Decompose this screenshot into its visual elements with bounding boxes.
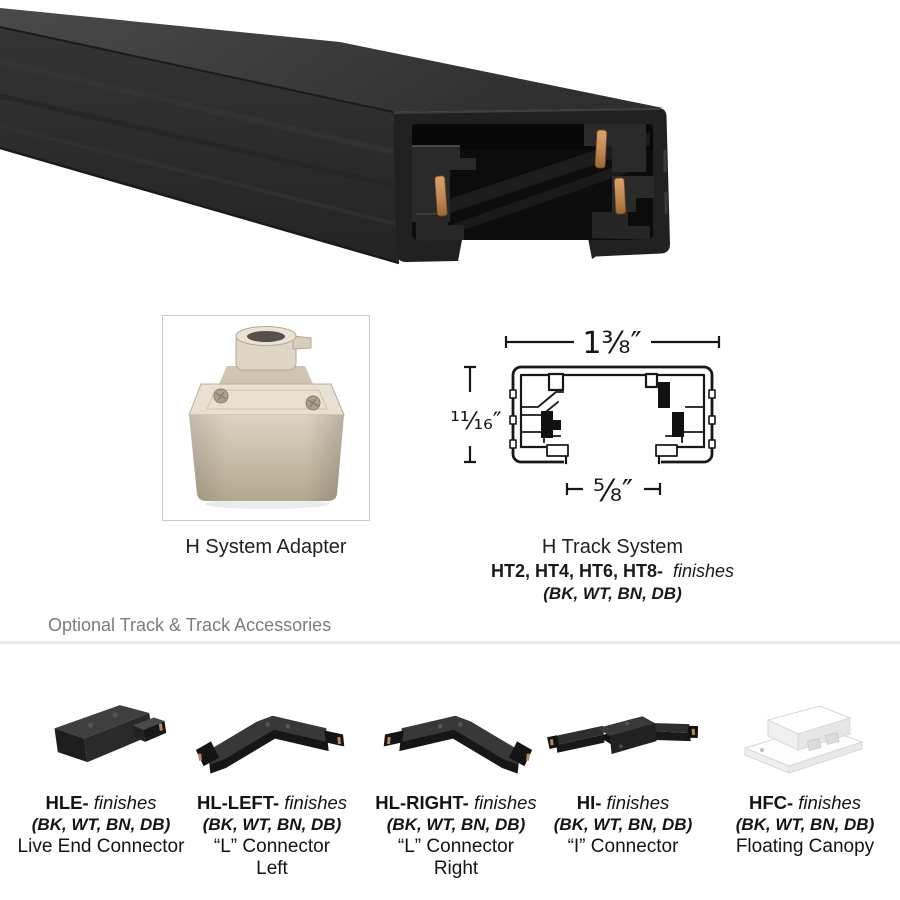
track-end-cross-section bbox=[393, 107, 670, 263]
hl-right-name-2: Right bbox=[433, 858, 479, 879]
hfc-finishes-word: finishes bbox=[798, 792, 862, 813]
hi-finish-codes: (BK, WT, BN, DB) bbox=[553, 815, 693, 834]
accessory-item-hl-left: HL-LEFT- finishes (BK, WT, BN, DB) “L” C… bbox=[177, 686, 367, 880]
adapter-stem bbox=[219, 326, 313, 384]
adapter-top-plate bbox=[188, 383, 345, 416]
dimension-left-height: ¹¹⁄₁₆″ bbox=[450, 407, 501, 435]
hl-right-connector-image bbox=[383, 715, 533, 774]
adapter-body bbox=[189, 415, 344, 501]
accessory-item-hle: HLE- finishes (BK, WT, BN, DB) Live End … bbox=[6, 686, 196, 858]
hl-right-finish-codes: (BK, WT, BN, DB) bbox=[386, 815, 526, 834]
hi-finishes-word: finishes bbox=[606, 792, 670, 813]
track-front-face bbox=[0, 26, 400, 265]
hi-caption: HI- finishes (BK, WT, BN, DB) “I” Connec… bbox=[528, 792, 718, 858]
adapter-screws bbox=[213, 388, 321, 411]
hl-right-name: “L” Connector bbox=[397, 836, 515, 857]
profile-contact-bars bbox=[541, 382, 684, 438]
hfc-floating-canopy-image bbox=[743, 705, 864, 774]
finishes-word: finishes bbox=[673, 561, 735, 581]
track-top-face bbox=[0, 8, 663, 112]
hi-connector-image bbox=[547, 716, 699, 755]
hi-code: HI- bbox=[576, 792, 602, 813]
hl-left-caption: HL-LEFT- finishes (BK, WT, BN, DB) “L” C… bbox=[177, 792, 367, 880]
accessory-item-hi: HI- finishes (BK, WT, BN, DB) “I” Connec… bbox=[528, 686, 718, 858]
dimension-lines bbox=[464, 336, 721, 495]
hl-right-code: HL-RIGHT- bbox=[375, 792, 469, 813]
hfc-code: HFC- bbox=[748, 792, 794, 813]
track-cross-section-diagram: 1³⁄₈″ ¹¹⁄₁₆″ ⁵⁄₈″ bbox=[450, 326, 721, 509]
hle-live-end-connector-image bbox=[54, 705, 167, 763]
hfc-name: Floating Canopy bbox=[735, 836, 875, 857]
hle-code: HLE- bbox=[45, 792, 89, 813]
track-system-models: HT2, HT4, HT6, HT8- finishes bbox=[455, 560, 770, 583]
h-system-adapter-photo bbox=[188, 326, 345, 509]
model-codes: HT2, HT4, HT6, HT8- bbox=[490, 561, 663, 581]
track-system-caption: H Track System HT2, HT4, HT6, HT8- finis… bbox=[455, 534, 770, 604]
profile-outline bbox=[509, 365, 716, 467]
hle-caption: HLE- finishes (BK, WT, BN, DB) Live End … bbox=[6, 792, 196, 858]
hl-left-finishes-word: finishes bbox=[284, 792, 348, 813]
adapter-photo-frame bbox=[162, 315, 370, 521]
hl-right-caption: HL-RIGHT- finishes (BK, WT, BN, DB) “L” … bbox=[361, 792, 551, 880]
accessory-item-hfc: HFC- finishes (BK, WT, BN, DB) Floating … bbox=[710, 686, 900, 858]
hle-finish-codes: (BK, WT, BN, DB) bbox=[31, 815, 171, 834]
accessory-item-hl-right: HL-RIGHT- finishes (BK, WT, BN, DB) “L” … bbox=[361, 686, 551, 880]
track-system-title: H Track System bbox=[541, 536, 684, 558]
dimension-bottom-slot: ⁵⁄₈″ bbox=[593, 474, 633, 509]
hfc-caption: HFC- finishes (BK, WT, BN, DB) Floating … bbox=[710, 792, 900, 858]
adapter-caption: H System Adapter bbox=[185, 536, 347, 558]
hl-right-finishes-word: finishes bbox=[473, 792, 537, 813]
hl-left-name: “L” Connector bbox=[213, 836, 331, 857]
hi-name: “I” Connector bbox=[567, 836, 679, 857]
dimension-top-width: 1³⁄₈″ bbox=[582, 326, 641, 361]
hle-name: Live End Connector bbox=[17, 836, 185, 857]
hl-left-code: HL-LEFT- bbox=[196, 792, 280, 813]
track-rail-photo bbox=[0, 8, 670, 265]
copper-contacts bbox=[434, 129, 627, 217]
hfc-finish-codes: (BK, WT, BN, DB) bbox=[735, 815, 875, 834]
hl-left-finish-codes: (BK, WT, BN, DB) bbox=[202, 815, 342, 834]
section-divider bbox=[0, 641, 900, 644]
optional-section-heading: Optional Track & Track Accessories bbox=[48, 615, 332, 635]
finish-codes: (BK, WT, BN, DB) bbox=[543, 584, 682, 603]
hl-left-connector-image bbox=[195, 715, 345, 774]
hle-finishes-word: finishes bbox=[93, 792, 157, 813]
hl-left-name-2: Left bbox=[256, 858, 288, 879]
